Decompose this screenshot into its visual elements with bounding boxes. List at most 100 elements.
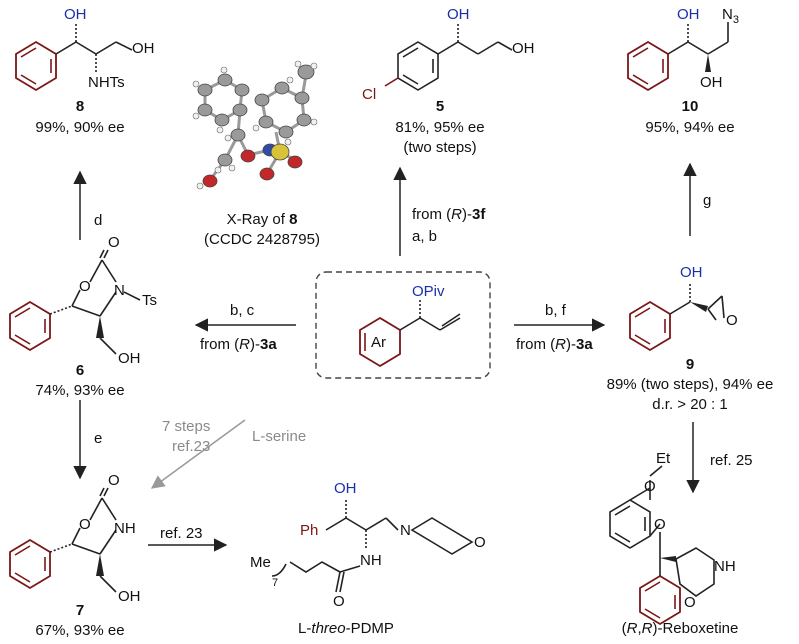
- xray-caption: X-Ray of 8: [227, 211, 298, 229]
- compound-8-id: 8: [75, 98, 85, 115]
- c10-oh2: OH: [700, 74, 723, 91]
- arrow-right-top: b, f: [545, 302, 566, 319]
- rbx-r2: R: [641, 620, 653, 637]
- arrow-up5-line2: a, b: [412, 228, 438, 245]
- pdmp-n: N: [400, 522, 411, 539]
- serine-steps: 7 steps: [162, 418, 211, 435]
- compound-8-result: 99%, 90% ee: [35, 119, 125, 136]
- up5-bold: 3f: [472, 206, 486, 223]
- right-prefix: from (: [516, 336, 556, 353]
- rbx-o1: O: [644, 478, 656, 495]
- left-italic: R: [239, 336, 251, 353]
- c6-ts: Ts: [142, 292, 157, 309]
- left-mid: )-: [250, 336, 261, 353]
- c6-oh: OH: [118, 350, 141, 367]
- compound-7-id: 7: [75, 602, 85, 619]
- pdmp-o: O: [474, 534, 486, 551]
- pdmp-sub7: 7: [272, 577, 279, 589]
- c10-n3-n: N: [722, 6, 733, 23]
- compound-5-result: 81%, 95% ee: [395, 119, 485, 136]
- c7-oh: OH: [118, 588, 141, 605]
- xray-structure: [192, 60, 318, 190]
- c10-n3: N3: [722, 6, 739, 29]
- reboxetine-structure: [609, 465, 715, 626]
- arrow-e-label: e: [94, 430, 103, 447]
- c7-nh: NH: [114, 520, 136, 537]
- compound-6-result: 74%, 93% ee: [35, 382, 125, 399]
- c7-o-carbonyl: O: [108, 472, 120, 489]
- pdmp-structure: [271, 498, 474, 593]
- compound-10-structure: [627, 22, 729, 92]
- c6-n: N: [114, 282, 125, 299]
- right-italic: R: [555, 336, 567, 353]
- arrow-g-label: g: [703, 192, 712, 209]
- arrow-left-bottom: from (R)-3a: [200, 336, 277, 354]
- compound-9-dr: d.r. > 20 : 1: [652, 396, 728, 413]
- pdmp-name-italic: threo: [311, 620, 346, 637]
- xray-ccdc: (CCDC 2428795): [204, 231, 320, 248]
- c10-oh: OH: [677, 6, 700, 23]
- rbx-et: Et: [656, 450, 671, 467]
- pdmp-o-carbonyl: O: [333, 593, 345, 610]
- up5-mid: )-: [462, 206, 473, 223]
- compound-9-structure: [629, 282, 725, 352]
- arrow-d-label: d: [94, 212, 103, 229]
- c7-o-ring: O: [79, 516, 91, 533]
- arrow-ref23-label: ref. 23: [160, 525, 203, 542]
- xray-label: X-Ray of: [226, 211, 290, 228]
- c6-o-ring: O: [79, 278, 91, 295]
- arrow-up5-line1: from (R)-3f: [412, 206, 485, 224]
- c9-oh: OH: [680, 264, 703, 281]
- c10-n3-sub: 3: [732, 14, 739, 26]
- reaction-arrows: [73, 162, 700, 552]
- right-bold: 3a: [576, 336, 593, 353]
- compound-7-result: 67%, 93% ee: [35, 622, 125, 639]
- left-prefix: from (: [200, 336, 240, 353]
- sm-ar: Ar: [371, 334, 386, 351]
- arrow-right-bottom: from (R)-3a: [516, 336, 593, 354]
- sm-opiv: OPiv: [412, 283, 445, 300]
- compound-9-result: 89% (two steps), 94% ee: [606, 376, 774, 393]
- c8-oh2: OH: [132, 40, 155, 57]
- left-bold: 3a: [260, 336, 277, 353]
- c6-o-carbonyl: O: [108, 234, 120, 251]
- c9-o-epoxide: O: [726, 312, 738, 329]
- arrow-left-top: b, c: [230, 302, 255, 319]
- reboxetine-name: (R,R)-Reboxetine: [621, 620, 739, 637]
- pdmp-oh: OH: [334, 480, 357, 497]
- compound-6-id: 6: [75, 362, 85, 379]
- c5-oh: OH: [447, 6, 470, 23]
- c8-oh: OH: [64, 6, 87, 23]
- compound-7-structure: [9, 487, 117, 593]
- up5-prefix: from (: [412, 206, 452, 223]
- compound-10-result: 95%, 94% ee: [645, 119, 735, 136]
- starting-material-box: [315, 271, 491, 379]
- c8-nhts: NHTs: [88, 74, 125, 91]
- rbx-r1: R: [626, 620, 638, 637]
- compound-5-structure: [384, 22, 513, 91]
- compound-10-id: 10: [681, 98, 699, 115]
- compound-8-structure: [15, 22, 133, 92]
- c5-cl: Cl: [362, 86, 377, 103]
- arrow-serine: [150, 419, 246, 489]
- compound-6-structure: [9, 249, 141, 355]
- pdmp-name-suffix: -PDMP: [345, 620, 394, 637]
- pdmp-name-prefix: L-: [298, 620, 312, 637]
- pdmp-nh: NH: [360, 552, 382, 569]
- rbx-name-suffix: -Reboxetine: [657, 620, 739, 637]
- compound-5-note: (two steps): [403, 139, 477, 156]
- rbx-nh: NH: [714, 558, 736, 575]
- serine-source: L-serine: [252, 428, 307, 445]
- rbx-o2: O: [654, 516, 666, 533]
- pdmp-name: L-threo-PDMP: [298, 620, 394, 638]
- c5-oh2: OH: [512, 40, 535, 57]
- pdmp-ph: Ph: [300, 522, 319, 539]
- serine-ref: ref.23: [172, 438, 211, 455]
- arrow-ref25-label: ref. 25: [710, 452, 753, 469]
- compound-9-id: 9: [685, 356, 695, 373]
- compound-5-id: 5: [435, 98, 445, 115]
- up5-italic: R: [451, 206, 463, 223]
- right-mid: )-: [566, 336, 577, 353]
- pdmp-me: Me: [250, 554, 271, 571]
